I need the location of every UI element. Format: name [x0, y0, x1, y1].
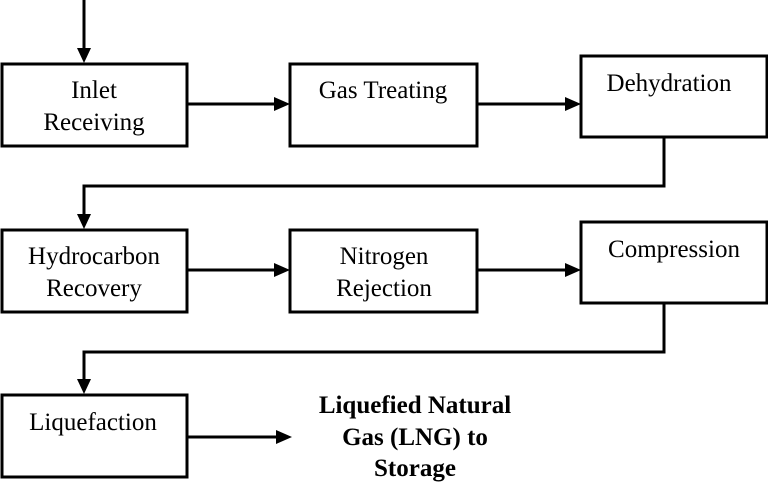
arrow-liquefaction-to-storage [187, 430, 292, 444]
arrow-nitrogen-to-compression [477, 263, 581, 277]
step-compression: Compression [579, 220, 768, 305]
step-hydrocarbon-recovery: Hydrocarbon Recovery [0, 228, 189, 314]
step-inlet-receiving: Inlet Receiving [0, 62, 189, 148]
arrow-inlet-to-gas-treating [187, 97, 290, 111]
step-label-line: Hydrocarbon [28, 243, 160, 270]
arrow-compression-to-liquefaction [77, 303, 666, 394]
step-gas-treating: Gas Treating [288, 62, 479, 148]
output-label-line: Gas (LNG) to [342, 424, 488, 451]
step-label-line: Inlet [71, 77, 117, 104]
step-label-line: Rejection [336, 275, 432, 302]
arrow-feed-in [77, 0, 91, 63]
step-label-line: Compression [608, 236, 740, 263]
output-label-line: Storage [374, 455, 456, 482]
step-label-line: Receiving [43, 109, 145, 136]
step-label-line: Recovery [46, 275, 142, 302]
step-dehydration: Dehydration [579, 54, 768, 139]
step-label-line: Dehydration [607, 70, 732, 97]
output-lng-storage: Liquefied Natural Gas (LNG) to Storage [319, 392, 511, 482]
step-liquefaction: Liquefaction [0, 393, 189, 479]
step-label-line: Liquefaction [29, 409, 157, 436]
arrow-hydrocarbon-to-nitrogen [187, 263, 290, 277]
output-label-line: Liquefied Natural [319, 392, 511, 419]
arrow-gas-treating-to-dehydration [477, 97, 581, 111]
step-label-line: Nitrogen [340, 243, 429, 270]
step-nitrogen-rejection: Nitrogen Rejection [288, 228, 479, 314]
arrow-dehydration-to-hydrocarbon-recovery [77, 137, 666, 229]
step-label-line: Gas Treating [319, 77, 448, 104]
